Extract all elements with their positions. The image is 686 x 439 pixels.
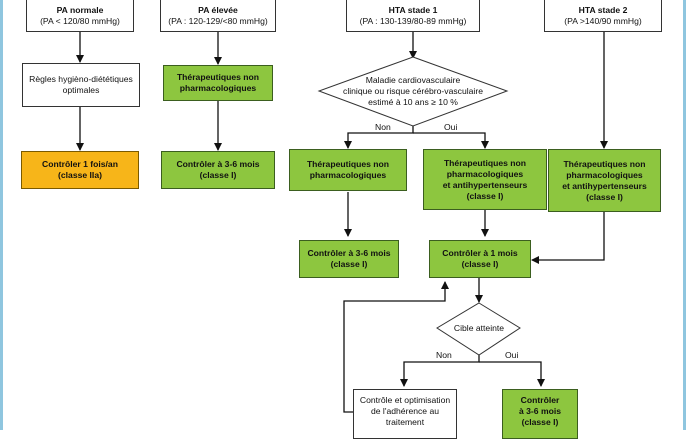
label-oui-2: Oui [505,350,519,360]
decision-cible-text: Cible atteinte [439,321,519,335]
controle-1-mois-box: Contrôler à 1 mois (classe I) [429,240,531,278]
therap-antihyp-box-1: Thérapeutiques non pharmacologiques et a… [423,149,547,210]
controle-1-mois-line-2: (classe I) [461,259,499,269]
stage-normal-range: (PA < 120/80 mmHg) [40,16,120,26]
therap-antihyp-1-line-2: pharmacologiques [446,168,524,179]
therap-antihyp-1-line-4: (classe I) [466,190,504,201]
arrow-decision-to-non [344,126,414,149]
controle-an-line-1: Contrôler 1 fois/an [42,159,118,169]
stage-hta2-title: HTA stade 2 [578,5,628,15]
controle-3-6-box-b: Contrôler à 3-6 mois (classe I) [299,240,399,278]
stage-hta1-range: (PA : 130-139/80-89 mmHg) [359,16,467,26]
controle-3-6-box-a: Contrôler à 3-6 mois (classe I) [161,151,275,189]
figure-frame [0,0,686,430]
stage-normal-title: PA normale [56,5,104,15]
therap-non-pharma-1-line-2: pharmacologiques [179,83,257,93]
controle-1-mois-line-1: Contrôler à 1 mois [442,248,518,258]
stage-hta2-box: HTA stade 2 (PA >140/90 mmHg) [544,0,662,32]
therap-antihyp-2-line-2: pharmacologiques [566,169,643,180]
label-oui-1: Oui [444,122,458,132]
controle-3-6-c-line-1: Contrôler [520,394,560,405]
controle-3-6-b-line-2: (classe I) [330,259,368,269]
controle-3-6-a-line-1: Contrôler à 3-6 mois [176,159,260,169]
therap-antihyp-box-2: Thérapeutiques non pharmacologiques et a… [548,149,661,212]
therap-non-pharma-2-line-2: pharmacologiques [309,170,387,180]
adherence-line-2: de l'adhérence au [370,405,440,416]
decision-cardio-line-3: estimé à 10 ans ≥ 10 % [368,96,458,107]
stage-elevated-range: (PA : 120-129/<80 mmHg) [168,16,268,26]
decision-cardio-line-1: Maladie cardiovasculaire [365,74,461,85]
regles-line-1: Règles hygièno-diététiques [29,74,133,84]
regles-box: Règles hygièno-diététiques optimales [22,63,140,107]
controle-3-6-a-line-2: (classe I) [199,170,237,180]
flowchart-connectors [76,32,608,413]
stage-normal-box: PA normale (PA < 120/80 mmHg) [26,0,134,32]
decision-cible-line-1: Cible atteinte [453,322,505,333]
arrow-cible-non [400,354,480,387]
arrow-adherence-loop [343,281,449,413]
stage-elevated-box: PA élevée (PA : 120-129/<80 mmHg) [160,0,276,32]
regles-line-2: optimales [62,85,100,95]
stage-elevated-title: PA élevée [198,5,238,15]
therap-antihyp-1-line-1: Thérapeutiques non [443,157,527,168]
arrow-cible-oui [479,361,545,387]
therap-non-pharma-box-1: Thérapeutiques non pharmacologiques [163,65,273,101]
decision-diamond-cardio [317,56,509,127]
adherence-line-3: traitement [385,416,425,427]
label-non-2: Non [436,350,452,360]
label-non-1: Non [375,122,391,132]
therap-non-pharma-1-line-1: Thérapeutiques non [176,72,260,82]
therap-non-pharma-box-2: Thérapeutiques non pharmacologiques [289,149,407,191]
stage-hta1-box: HTA stade 1 (PA : 130-139/80-89 mmHg) [346,0,480,32]
stage-hta1-title: HTA stade 1 [388,5,438,15]
arrow-hta2-therap-to-controle [531,212,605,264]
controle-3-6-c-line-2: à 3-6 mois [518,405,562,416]
decision-cardio-line-2: clinique ou risque cérébro-vasculaire [343,85,483,96]
controle-3-6-box-c: Contrôler à 3-6 mois (classe I) [502,389,578,439]
therap-antihyp-2-line-1: Thérapeutiques non [563,158,646,169]
controle-3-6-b-line-1: Contrôler à 3-6 mois [307,248,391,258]
adherence-box: Contrôle et optimisation de l'adhérence … [353,389,457,439]
therap-antihyp-2-line-3: et antihypertenseurs [562,180,647,191]
therap-antihyp-1-line-3: et antihypertenseurs [442,179,528,190]
decision-diamond-cible [436,302,521,356]
therap-antihyp-2-line-4: (classe I) [586,191,623,202]
controle-3-6-c-line-3: (classe I) [521,416,559,427]
controle-an-line-2: (classe IIa) [58,170,102,180]
controle-an-box: Contrôler 1 fois/an (classe IIa) [21,151,139,189]
therap-non-pharma-2-line-1: Thérapeutiques non [306,159,390,169]
decision-cardio-text: Maladie cardiovasculaire clinique ou ris… [333,70,493,112]
stage-hta2-range: (PA >140/90 mmHg) [564,16,642,26]
adherence-line-1: Contrôle et optimisation [359,394,451,405]
arrow-decision-to-oui [413,132,489,149]
